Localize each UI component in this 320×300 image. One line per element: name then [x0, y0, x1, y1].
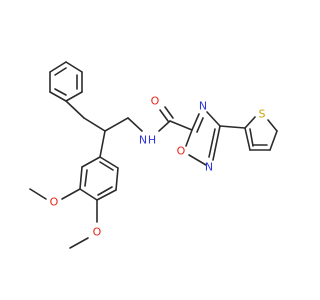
aryl-bond-1 — [81, 156, 101, 168]
aryl-double-1 — [84, 169, 88, 187]
oxadiazole-thiophene-bond — [219, 125, 246, 129]
oxadiazole-c5-n4 — [191, 113, 200, 131]
aryl-bond-6 — [99, 156, 119, 169]
molecule-structure-diagram: N H O O N N S O O — [29, 61, 278, 249]
oxadiazole-n4-c3 — [206, 111, 221, 127]
ch2n-nh-bond — [127, 117, 143, 132]
carbonyl-double-a — [159, 109, 169, 122]
molecule-canvas: N H O O N N S O O — [29, 61, 278, 249]
ch2-ch-bond — [83, 117, 106, 132]
carbonyl-double-b — [164, 106, 174, 119]
thiophene-c4-c5 — [269, 130, 278, 151]
atom-label-layer: N H O O N N S O O — [50, 95, 266, 239]
amide-hydrogen-label: H — [148, 134, 156, 147]
nh-carbonyl-bond — [158, 120, 171, 132]
oxadiazole-c5-n4-double — [196, 117, 204, 133]
phenyl-double-3 — [54, 88, 67, 96]
thiophene-s-c2 — [244, 116, 256, 129]
methoxy-lower-oxygen-label: O — [93, 226, 102, 239]
thiophene-c2-c3-double — [249, 128, 254, 147]
oxadiazole-n2-o1 — [188, 154, 207, 166]
aryl-bond-2 — [79, 166, 83, 190]
carbonyl-oxygen-label: O — [151, 95, 160, 108]
carbonyl-oxadiazole-bond — [169, 120, 193, 131]
methoxy-lower-o-ch3 — [69, 237, 89, 249]
amide-nitrogen-label: N — [139, 134, 147, 147]
oxadiazole-c3-n2-double — [208, 128, 216, 158]
thiophene-c5-s — [267, 119, 278, 132]
phenyl-double-1 — [54, 67, 67, 76]
thiophene-sulfur-label: S — [259, 108, 266, 121]
aryl-bond-4 — [96, 189, 117, 201]
phenyl-bond-1 — [49, 61, 67, 73]
ch-ch2n-bond — [104, 117, 129, 132]
phenyl-bond-2 — [65, 61, 83, 73]
oxadiazole-oxygen-label: O — [177, 145, 186, 158]
oxadiazole-nitrogen-lower-label: N — [205, 161, 213, 174]
aryl-bond-3 — [79, 188, 98, 201]
oxadiazole-nitrogen-upper-label: N — [199, 100, 207, 113]
aryl-double-3 — [99, 161, 114, 171]
methoxy-upper-oxygen-label: O — [50, 196, 59, 209]
phenyl-bond-5 — [49, 91, 67, 102]
aryl-bond-5 — [115, 167, 119, 191]
phenyl-bond-4 — [65, 91, 83, 102]
ch-aryl-bond — [99, 130, 106, 158]
thiophene-c2-c3 — [244, 127, 251, 151]
oxadiazole-o1-c5 — [185, 129, 193, 147]
bond-layer — [29, 61, 278, 249]
methoxy-upper-aryl-o — [61, 188, 81, 200]
oxadiazole-c3-n2 — [212, 125, 221, 161]
methoxy-upper-o-ch3 — [29, 188, 47, 200]
phenyl-ch2-bond — [65, 100, 85, 119]
aryl-double-2 — [97, 186, 113, 196]
